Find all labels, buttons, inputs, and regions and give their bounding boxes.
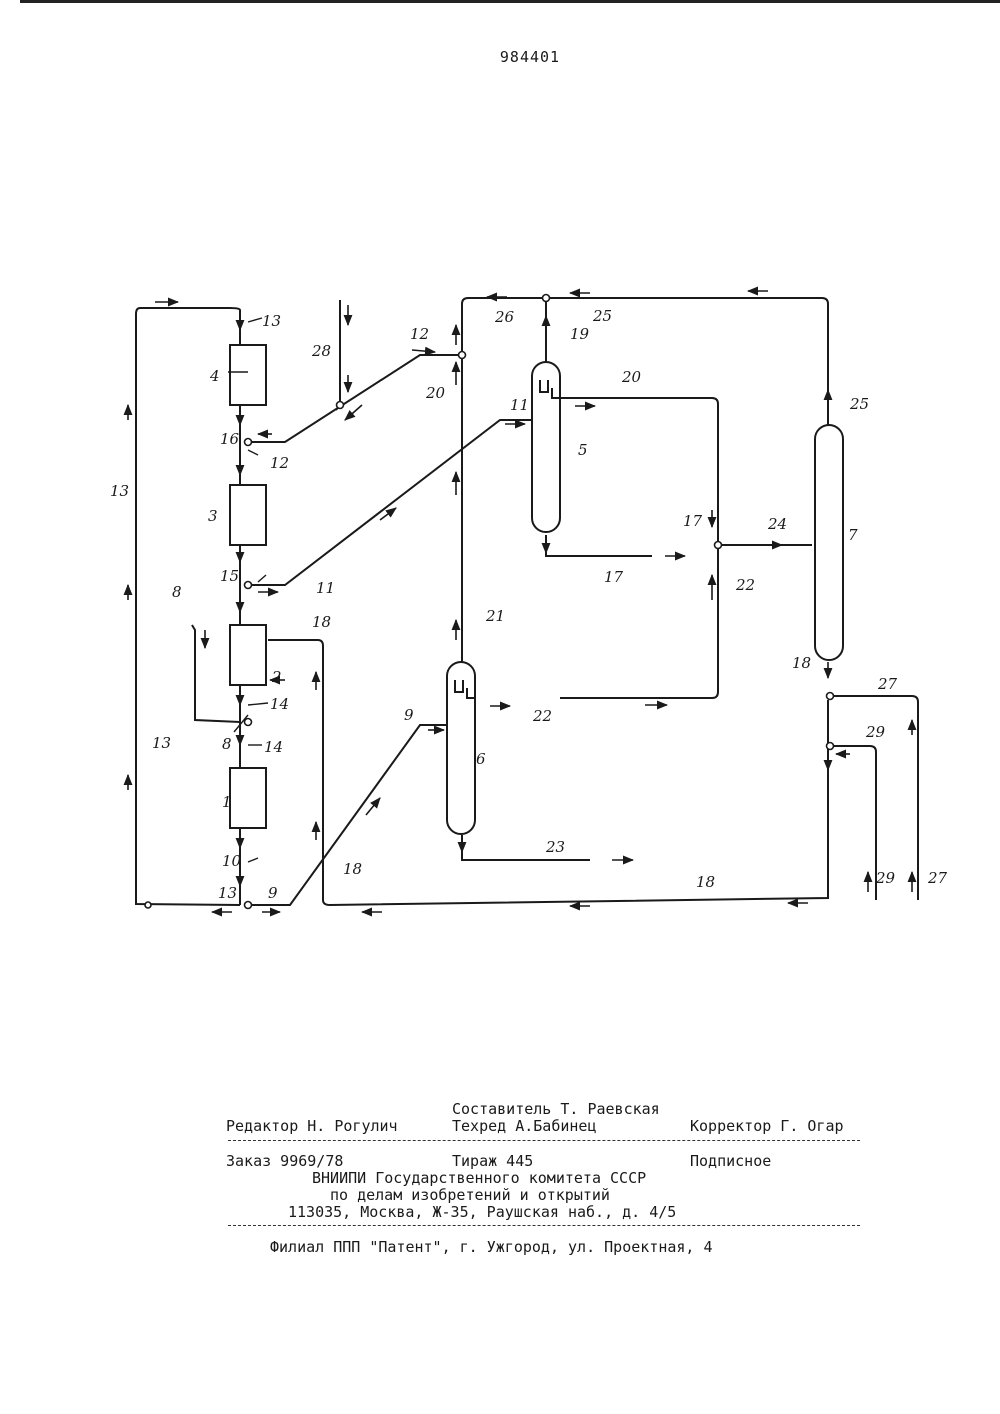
editor: Редактор Н. Рогулич: [226, 1117, 398, 1135]
label-15: 15: [220, 567, 239, 585]
label-13d: 13: [218, 884, 237, 902]
pipe-11: [248, 420, 532, 585]
unit-3-label: 3: [208, 507, 218, 525]
label-13c: 13: [152, 734, 171, 752]
compiler: Составитель Т. Раевская: [452, 1100, 660, 1118]
unit-1: [230, 768, 266, 828]
process-flow-diagram: 1 2 3 4 5 6 7 8 8 9 9 10 11 11 12 12 13 …: [0, 0, 1000, 960]
label-28: 28: [311, 342, 331, 360]
pipe-29: [830, 746, 876, 900]
order-number: Заказ 9969/78: [226, 1152, 343, 1170]
label-26: 26: [494, 308, 515, 326]
corrector: Корректор Г. Огар: [690, 1117, 844, 1135]
label-19: 19: [570, 325, 590, 343]
pipe-28: [336, 300, 340, 410]
label-21: 21: [485, 607, 505, 625]
address: 113035, Москва, Ж-35, Раушская наб., д. …: [288, 1203, 676, 1221]
label-22b: 22: [532, 707, 552, 725]
label-11: 11: [316, 579, 335, 597]
unit-1-label: 1: [222, 793, 232, 811]
label-9: 9: [268, 884, 278, 902]
pipe-23: [462, 835, 590, 860]
label-11b: 11: [510, 396, 529, 414]
label-8: 8: [172, 583, 182, 601]
pipe-17: [546, 535, 652, 556]
unit-2-label: 2: [271, 668, 282, 686]
label-22: 22: [735, 576, 755, 594]
label-12b: 12: [410, 325, 429, 343]
label-18d: 18: [792, 654, 811, 672]
label-17b: 17: [604, 568, 624, 586]
divider-2: [228, 1225, 860, 1226]
divider-1: [228, 1140, 860, 1141]
column-7: [815, 425, 843, 660]
label-12: 12: [270, 454, 289, 472]
label-27b: 27: [927, 869, 948, 887]
label-14: 14: [270, 695, 289, 713]
techred: Техред А.Бабинец: [452, 1117, 597, 1135]
label-20b: 20: [425, 384, 446, 402]
label-24: 24: [767, 515, 787, 533]
label-9b: 9: [404, 706, 414, 724]
label-25b: 25: [849, 395, 869, 413]
unit-4: [230, 345, 266, 405]
label-18c: 18: [696, 873, 715, 891]
pipe-13-loop: [136, 308, 240, 905]
branch: Филиал ППП "Патент", г. Ужгород, ул. Про…: [270, 1238, 713, 1256]
label-29: 29: [865, 723, 886, 741]
print-run: Тираж 445: [452, 1152, 533, 1170]
label-25: 25: [592, 307, 612, 325]
label-13b: 13: [110, 482, 129, 500]
label-16: 16: [220, 430, 240, 448]
columns: [447, 362, 843, 834]
unit-3: [230, 485, 266, 545]
label-8b: 8: [222, 735, 232, 753]
label-18b: 18: [343, 860, 362, 878]
label-13: 13: [262, 312, 281, 330]
label-20: 20: [621, 368, 642, 386]
label-27: 27: [877, 675, 898, 693]
subscription: Подписное: [690, 1152, 771, 1170]
organization-line-2: по делам изобретений и открытий: [330, 1186, 610, 1204]
label-29b: 29: [875, 869, 896, 887]
unit-4-label: 4: [209, 367, 220, 385]
column-5: [532, 362, 560, 532]
label-10: 10: [222, 852, 242, 870]
unit-7-label: 7: [848, 526, 858, 544]
label-23: 23: [545, 838, 565, 856]
unit-2: [230, 625, 266, 685]
label-17: 17: [683, 512, 703, 530]
organization-line-1: ВНИИПИ Государственного комитета СССР: [312, 1169, 646, 1187]
unit-5-label: 5: [578, 441, 588, 459]
label-18: 18: [312, 613, 331, 631]
column-6: [447, 662, 475, 834]
label-14b: 14: [264, 738, 283, 756]
unit-6-label: 6: [476, 750, 486, 768]
